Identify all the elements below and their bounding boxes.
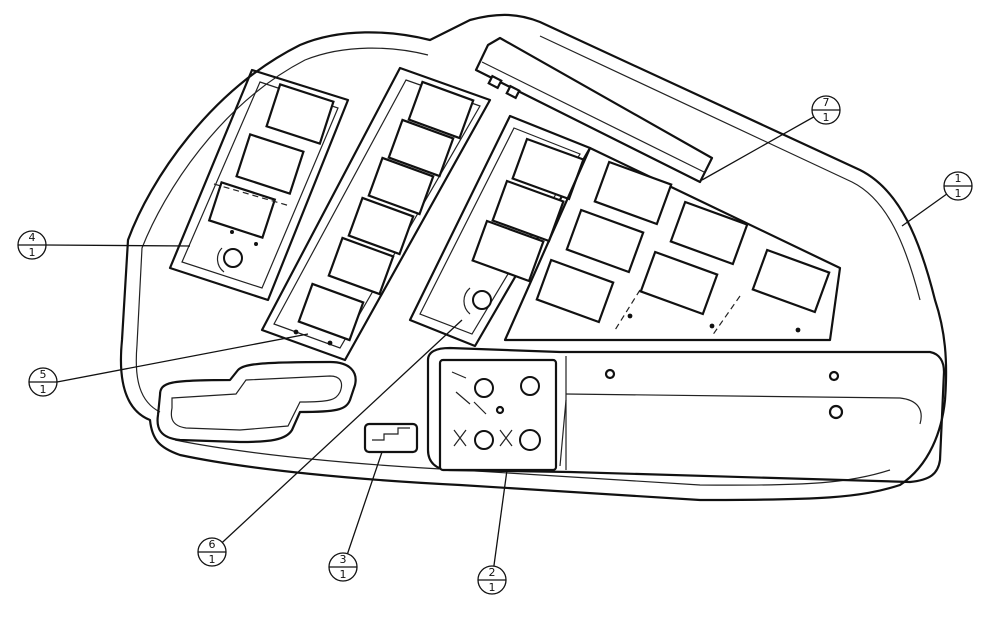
aux-panel-icon-bottom (453, 429, 513, 447)
callout-4: 4 1 (17, 230, 191, 260)
left-module-rocker-2[interactable] (235, 133, 305, 195)
right-module-rotary-knob[interactable] (463, 287, 492, 315)
left-module-rotary-knob[interactable] (216, 247, 243, 273)
callout-6-number: 6 (209, 538, 216, 551)
callout-2: 2 1 (477, 469, 508, 595)
callout-6: 6 1 (197, 319, 463, 567)
callout-5-number: 5 (40, 368, 47, 381)
callout-2-sheet: 1 (489, 581, 496, 594)
callout-7-number: 7 (823, 96, 830, 109)
array-rocker-4[interactable] (669, 200, 749, 266)
center-column-rocker-2[interactable] (387, 118, 455, 178)
center-column-rocker-4[interactable] (347, 196, 415, 256)
callout-1-sheet: 1 (955, 187, 962, 200)
right-module-rocker-3[interactable] (471, 219, 545, 283)
array-rocker-5[interactable] (639, 250, 719, 316)
center-column-rocker-5[interactable] (327, 236, 395, 296)
left-module-rocker-3[interactable] (207, 180, 277, 240)
array-rocker-2[interactable] (565, 208, 645, 274)
aux-button-4[interactable] (519, 429, 541, 451)
aux-button-1[interactable] (474, 378, 494, 398)
switch-array (503, 146, 842, 342)
callout-4-sheet: 1 (29, 246, 36, 259)
callout-1-number: 1 (955, 172, 962, 185)
callout-1: 1 1 (901, 171, 973, 227)
left-module-rocker-1[interactable] (265, 83, 335, 145)
center-column-rocker-1[interactable] (407, 80, 475, 140)
callout-5: 5 1 (28, 333, 309, 397)
center-switch-column (260, 66, 492, 362)
callout-3-number: 3 (340, 553, 347, 566)
right-switch-module (408, 114, 592, 348)
aux-control-panel (426, 346, 946, 484)
aux-button-3[interactable] (474, 430, 494, 450)
callout-6-sheet: 1 (209, 553, 216, 566)
callout-2-number: 2 (489, 566, 496, 579)
callout-7-sheet: 1 (823, 111, 830, 124)
aux-button-2[interactable] (520, 376, 540, 396)
small-label-plate (363, 422, 419, 454)
array-rocker-6[interactable] (751, 248, 831, 314)
callout-5-sheet: 1 (40, 383, 47, 396)
left-switch-module (168, 68, 350, 302)
center-column-rocker-3[interactable] (367, 156, 435, 216)
callout-4-number: 4 (29, 231, 36, 244)
callout-7: 7 1 (701, 95, 841, 181)
aux-panel-icon-top (451, 371, 487, 415)
callout-3-sheet: 1 (340, 568, 347, 581)
callout-3: 3 1 (328, 451, 383, 582)
array-rocker-3[interactable] (535, 258, 615, 324)
grab-handle-cutout (156, 360, 357, 444)
array-rocker-1[interactable] (593, 160, 673, 226)
top-display-bar (474, 36, 714, 184)
right-module-rocker-2[interactable] (491, 179, 565, 243)
center-column-rocker-6[interactable] (297, 282, 365, 342)
